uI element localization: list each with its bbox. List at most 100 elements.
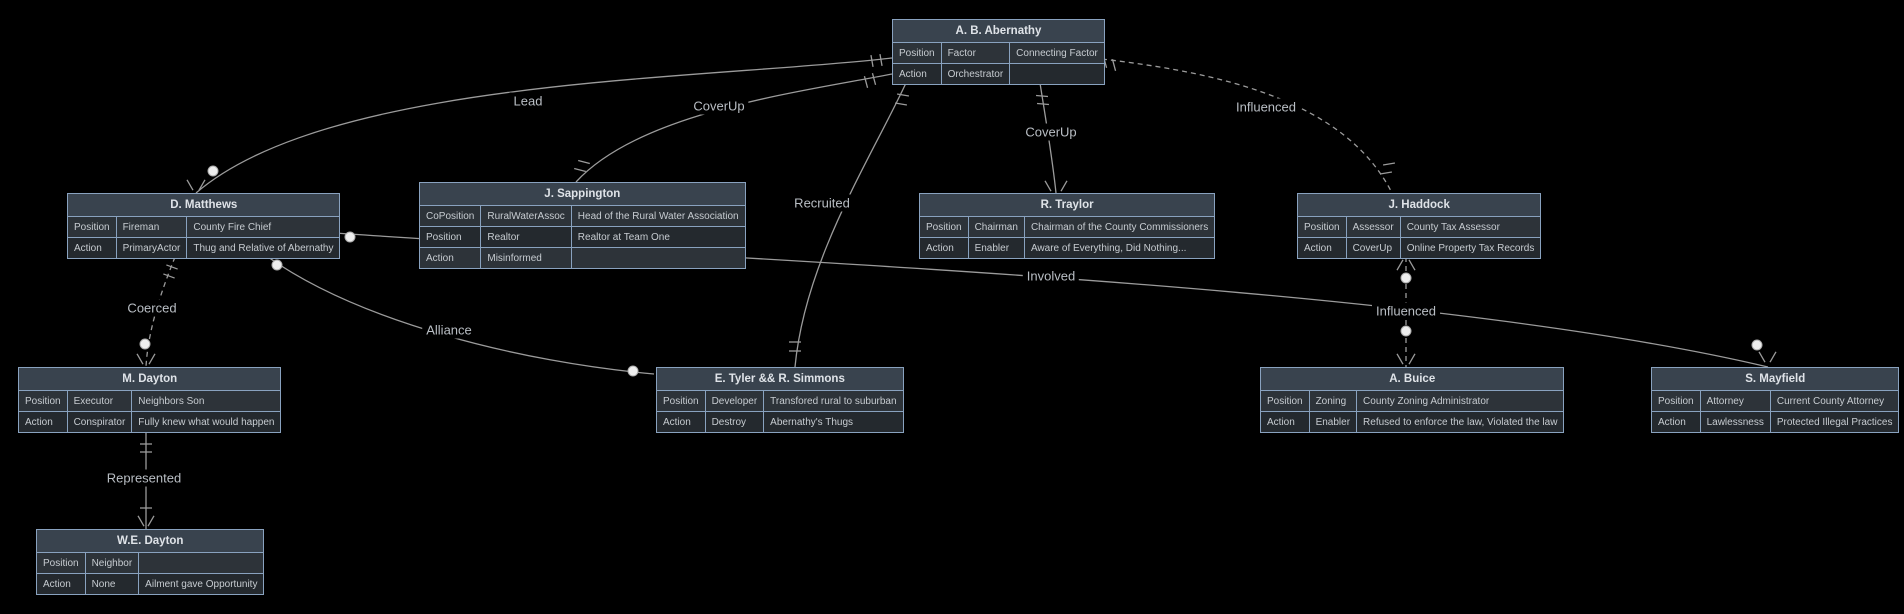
attribute-comment: [1009, 63, 1104, 84]
cardinality-circle: [1400, 272, 1412, 284]
entity-title-abernathy: A. B. Abernathy: [893, 20, 1104, 42]
attribute-comment: Ailment gave Opportunity: [138, 573, 264, 594]
attribute-key: Action: [19, 411, 67, 432]
entity-title-sappington: J. Sappington: [420, 183, 745, 205]
attribute-type: Developer: [704, 390, 764, 411]
attribute-key: Position: [893, 42, 941, 63]
attribute-type: Enabler: [1308, 411, 1357, 432]
cardinality-tick: [894, 102, 908, 106]
attribute-type: Destroy: [704, 411, 764, 432]
cardinality-tick: [1382, 162, 1396, 166]
cardinality-tick: [870, 54, 874, 68]
attribute-type: Orchestrator: [940, 63, 1010, 84]
attribute-key: Position: [1298, 216, 1346, 237]
attribute-comment: [570, 247, 745, 268]
attribute-comment: Aware of Everything, Did Nothing...: [1023, 237, 1215, 258]
cardinality-circle: [271, 259, 283, 271]
attribute-key: Action: [893, 63, 941, 84]
cardinality-tick: [148, 353, 156, 365]
attribute-type: Assessor: [1345, 216, 1400, 237]
cardinality-circle: [627, 365, 639, 377]
attribute-type: Zoning: [1308, 390, 1357, 411]
attribute-type: Attorney: [1699, 390, 1770, 411]
cardinality-tick: [871, 73, 877, 85]
attribute-type: Executor: [66, 390, 132, 411]
cardinality-tick: [1111, 59, 1117, 71]
attribute-comment: Realtor at Team One: [570, 226, 745, 247]
cardinality-tick: [1035, 94, 1049, 98]
cardinality-tick: [863, 76, 869, 88]
attribute-type: Factor: [940, 42, 1010, 63]
attribute-comment: County Fire Chief: [186, 216, 340, 237]
cardinality-tick: [136, 353, 144, 365]
attribute-key: Action: [1261, 411, 1309, 432]
relationship-line-recruited: [794, 82, 907, 368]
entity-title-matthews: D. Matthews: [68, 194, 340, 216]
attribute-comment: Chairman of the County Commissioners: [1023, 216, 1215, 237]
attribute-type: Lawlessness: [1699, 411, 1770, 432]
attribute-type: CoverUp: [1345, 237, 1400, 258]
attribute-comment: Protected Illegal Practices: [1769, 411, 1899, 432]
attribute-comment: Refused to enforce the law, Violated the…: [1356, 411, 1564, 432]
cardinality-tick: [1044, 180, 1052, 192]
relationship-line-lead: [195, 57, 893, 194]
entity-title-we-dayton: W.E. Dayton: [37, 530, 264, 552]
attribute-type: Realtor: [480, 226, 571, 247]
attribute-comment: Abernathy's Thugs: [763, 411, 903, 432]
attribute-type: Neighbor: [84, 552, 139, 573]
cardinality-circle: [207, 165, 219, 177]
cardinality-circle: [344, 231, 356, 243]
cardinality-tick: [1769, 351, 1777, 363]
attribute-key: Position: [920, 216, 968, 237]
cardinality-tick: [1396, 353, 1404, 365]
cardinality-tick: [578, 159, 590, 165]
attribute-key: Action: [657, 411, 705, 432]
cardinality-tick: [1408, 259, 1416, 271]
attribute-type: Misinformed: [480, 247, 571, 268]
cardinality-tick: [198, 179, 206, 191]
cardinality-tick: [1060, 180, 1068, 192]
attribute-key: Position: [657, 390, 705, 411]
attribute-comment: [138, 552, 264, 573]
attribute-key: Position: [19, 390, 67, 411]
attribute-key: CoPosition: [420, 205, 481, 226]
attribute-comment: Fully knew what would happen: [131, 411, 281, 432]
attribute-comment: Neighbors Son: [131, 390, 281, 411]
cardinality-tick: [137, 515, 145, 527]
cardinality-tick: [1408, 353, 1416, 365]
attribute-comment: Online Property Tax Records: [1399, 237, 1541, 258]
attribute-type: None: [84, 573, 139, 594]
entity-title-haddock: J. Haddock: [1298, 194, 1541, 216]
relationship-line-influenced-haddock: [1092, 57, 1393, 194]
attribute-comment: Current County Attorney: [1769, 390, 1899, 411]
cardinality-tick: [879, 53, 883, 67]
cardinality-tick: [163, 273, 175, 279]
entity-title-buice: A. Buice: [1261, 368, 1564, 390]
cardinality-tick: [574, 167, 586, 173]
attribute-key: Action: [37, 573, 85, 594]
attribute-type: Chairman: [967, 216, 1024, 237]
cardinality-circle: [1751, 339, 1763, 351]
attribute-comment: Thug and Relative of Abernathy: [186, 237, 340, 258]
attribute-comment: Connecting Factor: [1009, 42, 1104, 63]
entity-title-m-dayton: M. Dayton: [19, 368, 281, 390]
cardinality-tick: [1379, 171, 1393, 175]
